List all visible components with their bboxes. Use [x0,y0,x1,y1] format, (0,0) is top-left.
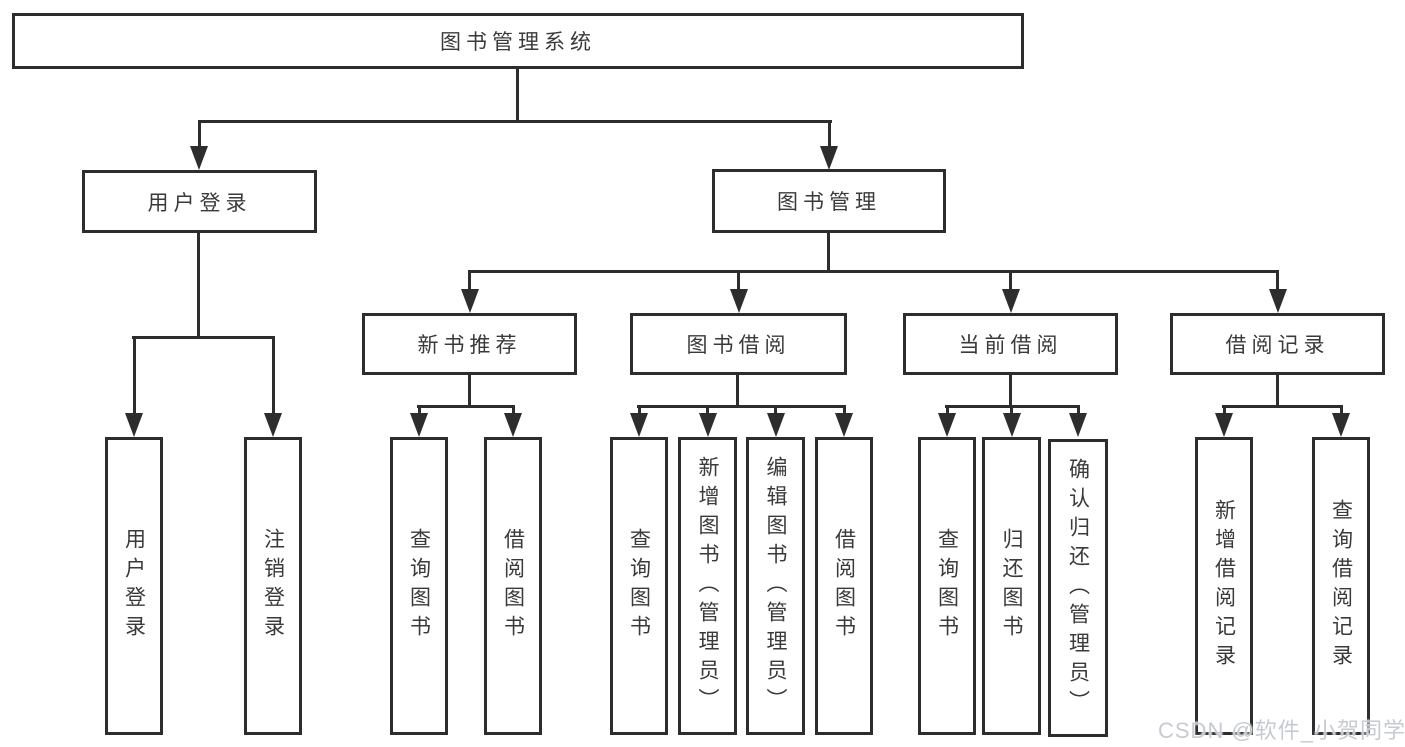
edge-nb-leaf1-stem [418,405,421,415]
leaf-bb-edit-book-admin-label: 编辑图书（管理员） [764,455,787,717]
arrowhead-cb-leaf2 [1003,413,1021,437]
leaf-bb-add-book-admin: 新增图书（管理员） [678,437,737,735]
node-current-borrow: 当前借阅 [903,313,1118,375]
leaf-bb-edit-book-admin: 编辑图书（管理员） [746,437,805,735]
edge-br-leaf1-stem [1223,405,1226,415]
leaf-nb-query-book-label: 查询图书 [407,528,431,644]
node-current-borrow-label: 当前借阅 [958,334,1063,357]
leaf-cb-confirm-return-admin-label: 确认归还（管理员） [1066,457,1090,719]
node-library-system-label: 图书管理系统 [440,31,596,54]
edge-new-book-bar [417,405,515,408]
leaf-logout-label: 注销登录 [261,528,285,644]
edge-book-borrow-bar [637,405,846,408]
node-book-management: 图书管理 [712,169,946,233]
arrowhead-nb-leaf1 [410,413,428,437]
node-new-book-recommend: 新书推荐 [362,313,577,375]
leaf-bb-borrow-book: 借阅图书 [815,437,873,735]
node-new-book-recommend-label: 新书推荐 [417,334,522,357]
edge-to-book-mgmt-stem [828,120,831,148]
edge-book-mgmt-bar [468,270,1279,273]
edge-book-borrow-stem [736,375,739,408]
edge-new-book-stem [468,375,471,408]
edge-to-new-book-stem [468,270,471,292]
leaf-br-query-record: 查询借阅记录 [1312,437,1370,735]
node-book-management-label: 图书管理 [777,191,881,214]
edge-book-mgmt-stem [827,233,830,273]
edge-root-bar [198,120,832,123]
leaf-br-add-record-label: 新增借阅记录 [1212,499,1236,673]
edge-to-leaf-login-stem [133,336,136,416]
node-book-borrow-label: 图书借阅 [686,334,791,357]
edge-cb-leaf2-stem [1010,405,1013,415]
leaf-bb-add-book-admin-label: 新增图书（管理员） [696,455,719,717]
node-user-login-label: 用户登录 [147,191,252,215]
edge-borrow-records-stem [1276,375,1279,408]
leaf-cb-confirm-return-admin: 确认归还（管理员） [1048,439,1108,737]
arrowhead-bb-leaf3 [767,413,785,437]
leaf-br-query-record-label: 查询借阅记录 [1329,499,1353,673]
edge-root-stem [516,68,519,123]
arrowhead-cb-leaf1 [938,413,956,437]
leaf-cb-query-book: 查询图书 [918,437,976,735]
arrowhead-to-book-mgmt [820,146,838,170]
node-library-system: 图书管理系统 [12,13,1024,69]
leaf-nb-borrow-book: 借阅图书 [484,437,542,735]
arrowhead-bb-leaf1 [630,413,648,437]
arrowhead-br-leaf2 [1332,413,1350,437]
arrowhead-nb-leaf2 [504,413,522,437]
arrowhead-br-leaf1 [1215,413,1233,437]
node-user-login: 用户登录 [82,170,317,233]
leaf-bb-query-book-label: 查询图书 [627,528,651,644]
arrowhead-to-leaf-logout [264,413,282,437]
arrowhead-bb-leaf2 [699,413,717,437]
leaf-user-login-label: 用户登录 [122,528,146,644]
node-borrow-records: 借阅记录 [1170,313,1385,375]
edge-cb-leaf3-stem [1077,405,1080,415]
leaf-cb-return-book-label: 归还图书 [1000,528,1023,644]
edge-to-leaf-logout-stem [272,336,275,416]
leaf-bb-query-book: 查询图书 [610,437,668,735]
edge-user-login-stem [197,233,200,339]
arrowhead-bb-leaf4 [835,413,853,437]
arrowhead-to-book-borrow [730,289,748,313]
edge-nb-leaf2-stem [512,405,515,415]
edge-current-borrow-stem [1009,375,1012,408]
leaf-user-login: 用户登录 [105,437,163,735]
leaf-nb-borrow-book-label: 借阅图书 [501,528,525,644]
arrowhead-to-new-book [461,289,479,313]
arrowhead-to-user-login [190,146,208,170]
leaf-cb-return-book: 归还图书 [982,437,1041,735]
arrowhead-cb-leaf3 [1069,413,1087,437]
arrowhead-to-leaf-login [125,413,143,437]
arrowhead-to-current-borrow [1002,289,1020,313]
edge-user-login-bar [132,336,275,339]
leaf-cb-query-book-label: 查询图书 [935,528,959,644]
edge-br-leaf2-stem [1340,405,1343,415]
edge-bb-leaf2-stem [706,405,709,415]
edge-to-book-borrow-stem [737,270,740,292]
edge-cb-leaf1-stem [946,405,949,415]
edge-bb-leaf1-stem [638,405,641,415]
edge-to-user-login-stem [198,120,201,148]
arrowhead-to-borrow-records [1269,289,1287,313]
edge-to-borrow-records-stem [1276,270,1279,292]
leaf-bb-borrow-book-label: 借阅图书 [832,528,856,644]
node-borrow-records-label: 借阅记录 [1225,334,1330,357]
edge-borrow-records-bar [1222,405,1343,408]
csdn-watermark: CSDN @软件_小贺同学 [1158,718,1405,743]
node-book-borrow: 图书借阅 [630,313,847,375]
leaf-logout: 注销登录 [244,437,302,735]
edge-to-current-borrow-stem [1009,270,1012,292]
leaf-nb-query-book: 查询图书 [390,437,448,735]
edge-bb-leaf4-stem [843,405,846,415]
edge-bb-leaf3-stem [774,405,777,415]
leaf-br-add-record: 新增借阅记录 [1195,437,1253,735]
